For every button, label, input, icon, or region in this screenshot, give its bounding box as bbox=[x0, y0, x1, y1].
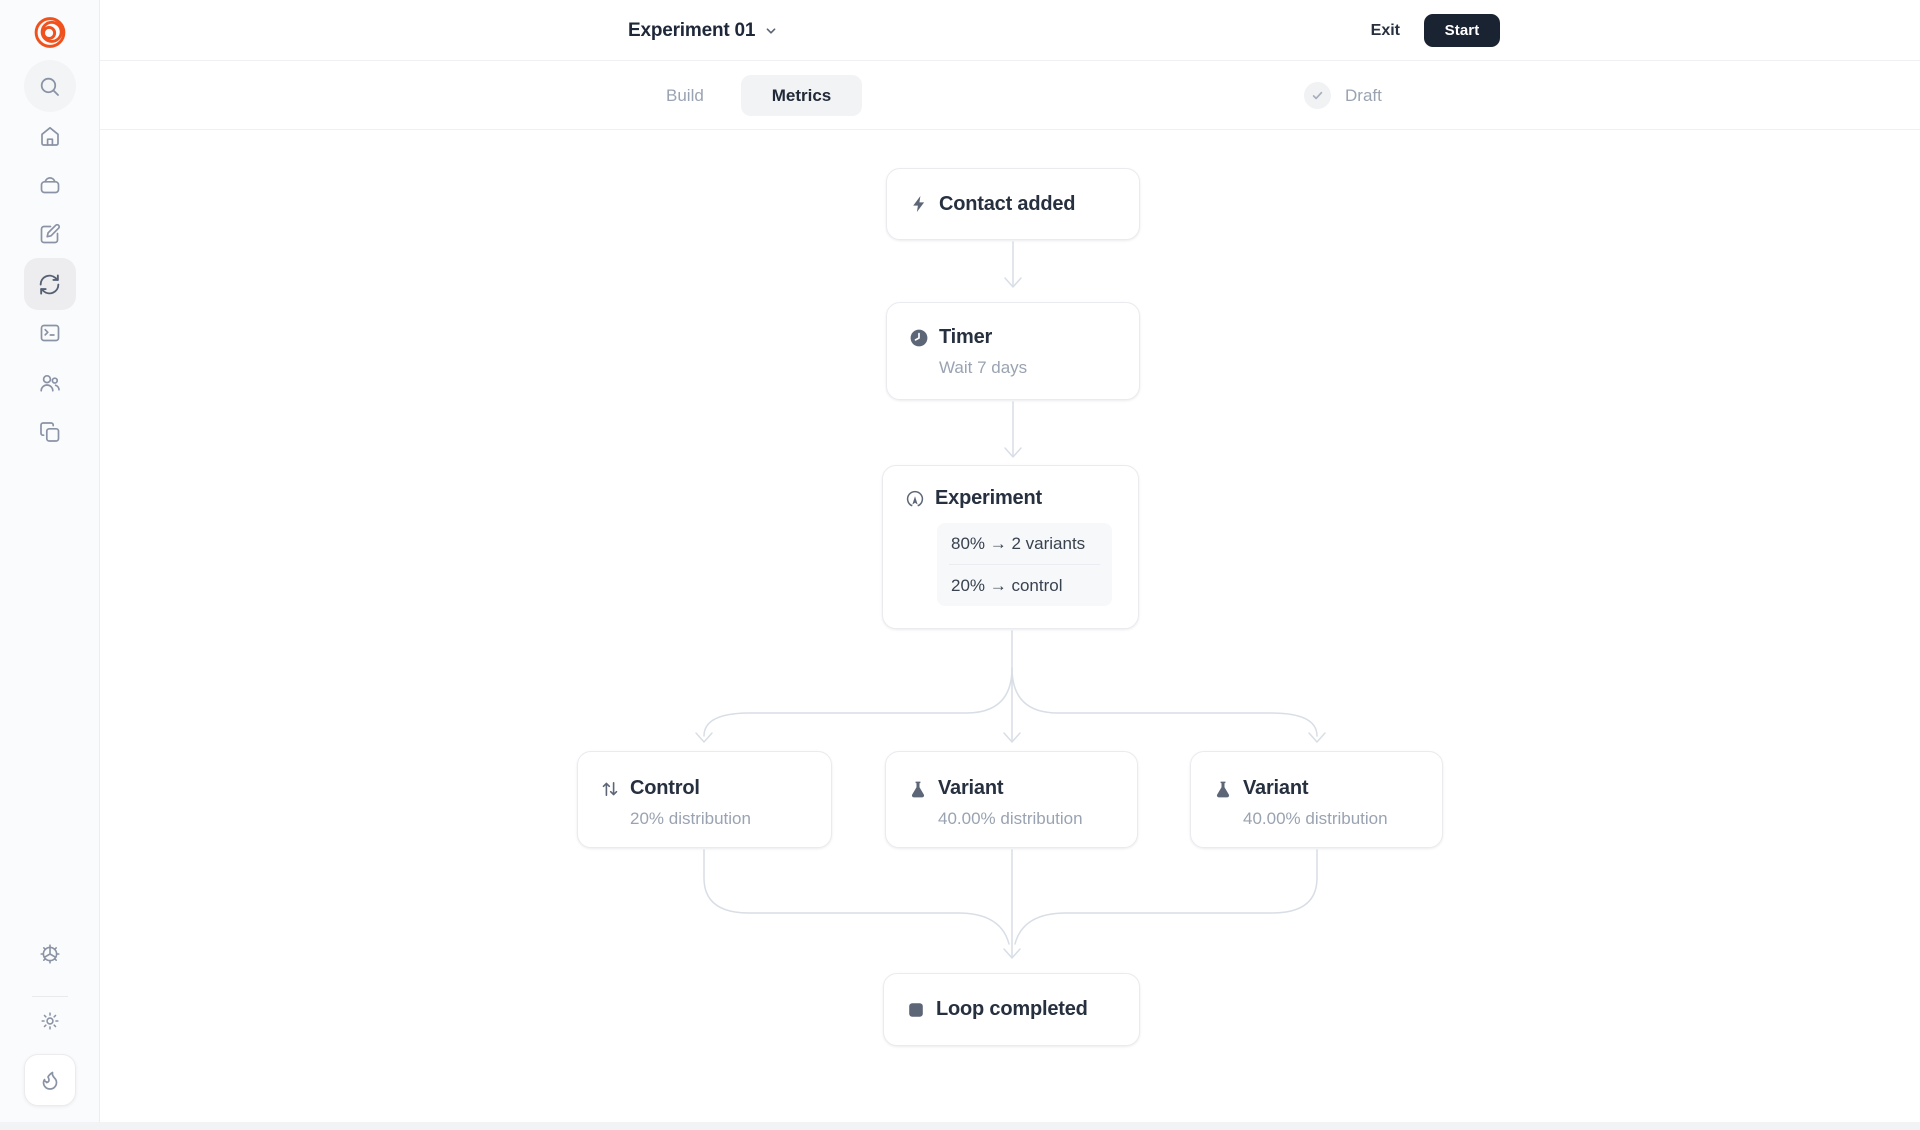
node-trigger-contact-added[interactable]: Contact added bbox=[886, 168, 1140, 240]
onboarding-flame-icon[interactable] bbox=[23, 1054, 76, 1106]
page-title: Experiment 01 bbox=[628, 19, 756, 41]
loops-nav-icon[interactable] bbox=[23, 258, 76, 310]
start-button[interactable]: Start bbox=[1424, 14, 1500, 47]
audience-icon[interactable] bbox=[28, 361, 72, 405]
node-variant-b[interactable]: Variant 40.00% distribution bbox=[1190, 751, 1443, 848]
inbox-icon[interactable] bbox=[28, 163, 72, 207]
exit-button[interactable]: Exit bbox=[1371, 0, 1400, 61]
loops-logo[interactable] bbox=[31, 14, 68, 51]
node-title: Variant bbox=[938, 777, 1004, 799]
node-timer[interactable]: Timer Wait 7 days bbox=[886, 302, 1140, 400]
node-title: Variant bbox=[1243, 777, 1309, 799]
node-experiment[interactable]: Experiment 80% → 2 variants 20% → contro… bbox=[882, 465, 1139, 629]
divider bbox=[949, 564, 1100, 565]
node-title: Contact added bbox=[939, 192, 1076, 215]
node-subtitle: 40.00% distribution bbox=[1243, 809, 1388, 828]
sidebar bbox=[0, 0, 100, 1130]
experiment-title-dropdown[interactable]: Experiment 01 bbox=[628, 0, 778, 61]
templates-icon[interactable] bbox=[28, 410, 72, 454]
search-icon[interactable] bbox=[23, 60, 76, 112]
node-title: Control bbox=[630, 777, 700, 799]
flow-connectors bbox=[695, 241, 1326, 959]
flask-icon bbox=[908, 779, 928, 799]
status-badge: Draft bbox=[1304, 61, 1382, 130]
experiment-split-control: 20% → control bbox=[951, 575, 1063, 595]
node-title: Loop completed bbox=[936, 998, 1088, 1020]
check-icon bbox=[1304, 82, 1331, 109]
compose-icon[interactable] bbox=[28, 212, 72, 256]
experiment-split-box: 80% → 2 variants 20% → control bbox=[937, 523, 1112, 606]
settings-gear-icon[interactable] bbox=[28, 932, 72, 976]
chevron-down-icon bbox=[766, 27, 776, 34]
arrows-up-down-icon bbox=[600, 779, 620, 799]
terminal-icon[interactable] bbox=[28, 311, 72, 355]
status-label: Draft bbox=[1345, 85, 1382, 105]
node-subtitle: Wait 7 days bbox=[939, 358, 1028, 377]
theme-sun-icon[interactable] bbox=[28, 999, 72, 1043]
sidebar-divider bbox=[32, 996, 68, 997]
node-subtitle: 20% distribution bbox=[630, 809, 751, 828]
flask-icon bbox=[1213, 779, 1233, 799]
node-title: Experiment bbox=[935, 487, 1042, 509]
node-control[interactable]: Control 20% distribution bbox=[577, 751, 832, 848]
tab-metrics[interactable]: Metrics bbox=[741, 75, 862, 116]
tab-build[interactable]: Build bbox=[646, 61, 724, 130]
header: Experiment 01 Exit Start bbox=[100, 0, 1920, 61]
stop-square-icon bbox=[906, 1000, 926, 1020]
node-variant-a[interactable]: Variant 40.00% distribution bbox=[885, 751, 1138, 848]
tab-bar: Build Metrics Draft bbox=[100, 61, 1920, 130]
node-loop-completed[interactable]: Loop completed bbox=[883, 973, 1140, 1046]
home-icon[interactable] bbox=[28, 114, 72, 158]
clock-icon bbox=[909, 328, 929, 348]
node-title: Timer bbox=[939, 326, 993, 348]
ping-icon bbox=[905, 489, 925, 509]
node-subtitle: 40.00% distribution bbox=[938, 809, 1083, 828]
experiment-split-variants: 80% → 2 variants bbox=[951, 533, 1086, 553]
lightning-icon bbox=[909, 194, 929, 214]
flow-canvas[interactable]: Contact added Timer Wait 7 days Expe bbox=[100, 130, 1920, 1122]
window-bottom-edge bbox=[0, 1122, 1920, 1130]
